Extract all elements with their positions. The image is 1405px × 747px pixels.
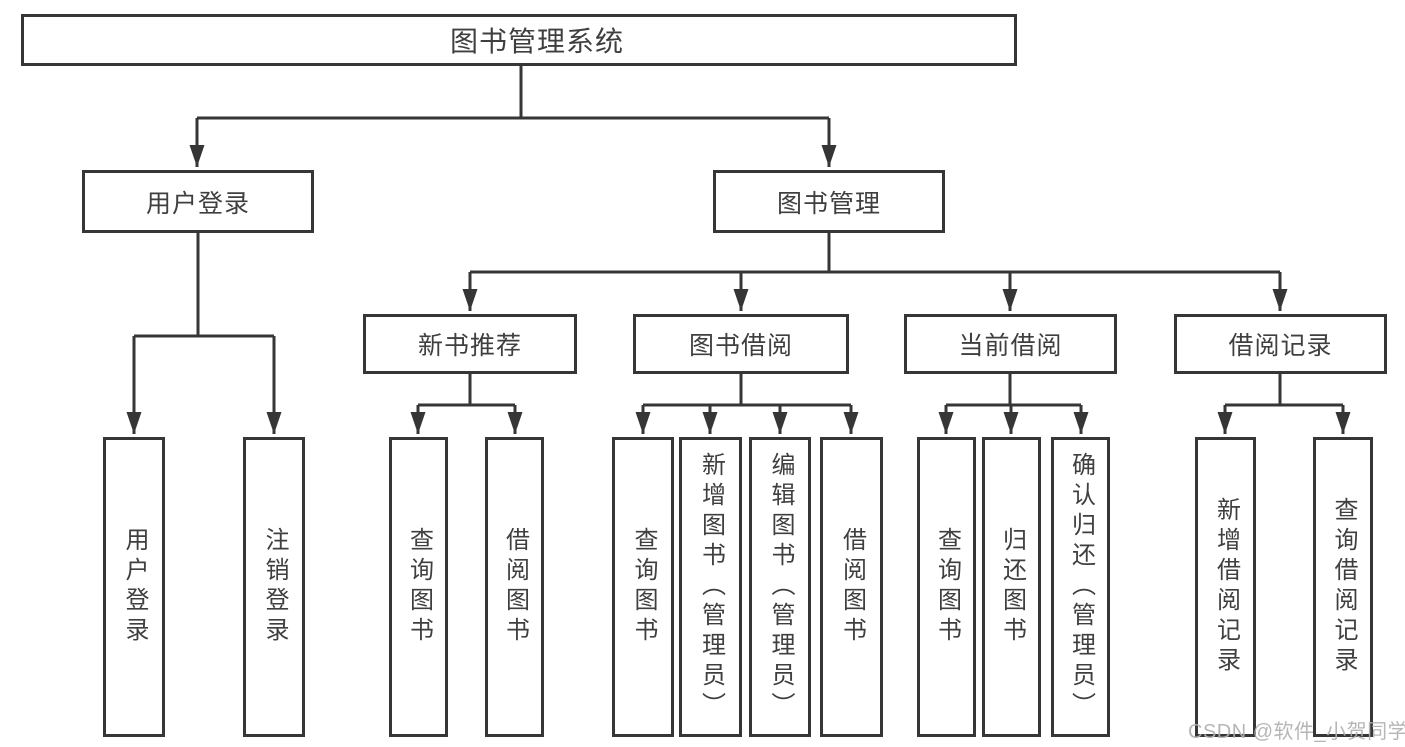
node-borrow-books-borrowing-label: 借阅图书	[838, 527, 866, 647]
connector-user-login	[126, 233, 282, 434]
node-query-books-current: 查询图书	[917, 437, 976, 737]
node-logout-action: 注销登录	[243, 437, 305, 737]
node-add-borrow-record-label: 新增借阅记录	[1212, 497, 1240, 677]
node-book-management: 图书管理	[713, 170, 945, 233]
node-return-books-label: 归还图书	[998, 527, 1026, 647]
node-query-books-recommend-label: 查询图书	[405, 527, 433, 647]
node-borrowing-records: 借阅记录	[1174, 314, 1387, 374]
node-borrow-books-borrowing: 借阅图书	[820, 437, 883, 737]
node-query-borrow-record: 查询借阅记录	[1313, 437, 1373, 737]
node-confirm-return-admin: 确认归还（管理员）	[1051, 437, 1110, 737]
node-query-books-borrowing-label: 查询图书	[630, 527, 657, 647]
node-book-borrowing-label: 图书借阅	[688, 332, 793, 360]
node-book-management-label: 图书管理	[776, 189, 881, 218]
connector-new-book-recommendation	[410, 374, 523, 434]
connector-book-borrowing	[635, 374, 859, 434]
connector-root	[189, 66, 837, 167]
node-confirm-return-admin-label: 确认归还（管理员）	[1067, 452, 1095, 722]
node-borrow-books-recommend-label: 借阅图书	[501, 527, 529, 647]
node-add-books-admin: 新增图书（管理员）	[679, 437, 742, 737]
connector-current-borrowing	[938, 374, 1089, 434]
node-edit-books-admin: 编辑图书（管理员）	[749, 437, 811, 737]
connector-book-management	[462, 233, 1288, 311]
node-query-books-borrowing: 查询图书	[612, 437, 674, 737]
node-book-borrowing: 图书借阅	[633, 314, 849, 374]
connector-borrowing-records	[1217, 374, 1351, 434]
node-root: 图书管理系统	[21, 14, 1017, 66]
node-add-books-admin-label: 新增图书（管理员）	[697, 452, 725, 722]
node-query-books-current-label: 查询图书	[933, 527, 961, 647]
node-return-books: 归还图书	[982, 437, 1041, 737]
node-current-borrowing: 当前借阅	[904, 314, 1117, 374]
node-edit-books-admin-label: 编辑图书（管理员）	[767, 452, 794, 722]
node-add-borrow-record: 新增借阅记录	[1195, 437, 1256, 737]
node-query-books-recommend: 查询图书	[389, 437, 448, 737]
csdn-watermark: CSDN @软件_小贺同学	[1188, 721, 1405, 743]
node-user-login-label: 用户登录	[145, 189, 250, 218]
node-new-book-recommendation: 新书推荐	[363, 314, 577, 374]
node-user-login-action-label: 用户登录	[121, 527, 148, 647]
node-root-label: 图书管理系统	[449, 26, 624, 57]
node-query-borrow-record-label: 查询借阅记录	[1330, 497, 1357, 677]
node-logout-action-label: 注销登录	[261, 527, 288, 647]
node-user-login-action: 用户登录	[103, 437, 165, 737]
node-borrow-books-recommend: 借阅图书	[485, 437, 544, 737]
node-current-borrowing-label: 当前借阅	[958, 332, 1063, 360]
node-new-book-recommendation-label: 新书推荐	[417, 332, 522, 360]
node-user-login: 用户登录	[82, 170, 314, 233]
node-borrowing-records-label: 借阅记录	[1228, 332, 1333, 360]
